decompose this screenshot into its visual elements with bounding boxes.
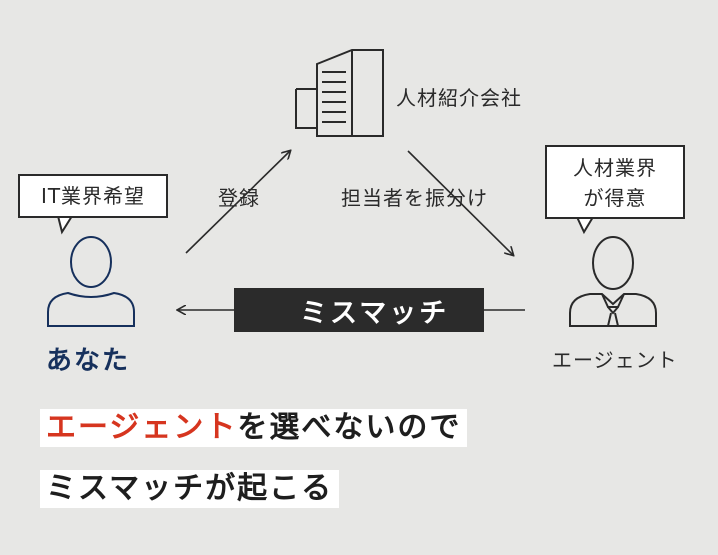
agent-speech-bubble: 人材業界 が得意 [545,145,685,219]
register-arrow [185,151,290,254]
register-label: 登録 [218,186,260,210]
you-speech-bubble: IT業界希望 [18,174,168,218]
caption-highlight: エージェント [46,410,238,445]
caption-line1: エージェントを選べないので [40,409,468,447]
agent-bubble-tail [575,215,595,235]
agent-bubble-line1: 人材業界 [573,156,657,180]
agent-icon [569,236,657,327]
mismatch-label: ミスマッチ [300,297,450,329]
caption-line1-rest: を選べないので [237,410,462,445]
assign-label: 担当者を振分け [341,186,488,210]
person-icon [47,236,135,327]
you-bubble-tail [56,214,74,235]
company-label: 人材紹介会社 [396,86,522,110]
agent-bubble-line2: が得意 [583,186,647,210]
assign-arrow [407,150,513,255]
mismatch-badge: ミスマッチ [234,288,484,332]
building-icon [295,49,384,137]
you-bubble-text: IT業界希望 [40,184,146,208]
you-name: あなた [46,346,131,376]
agent-name: エージェント [552,348,678,372]
caption-line2: ミスマッチが起こる [40,470,340,508]
